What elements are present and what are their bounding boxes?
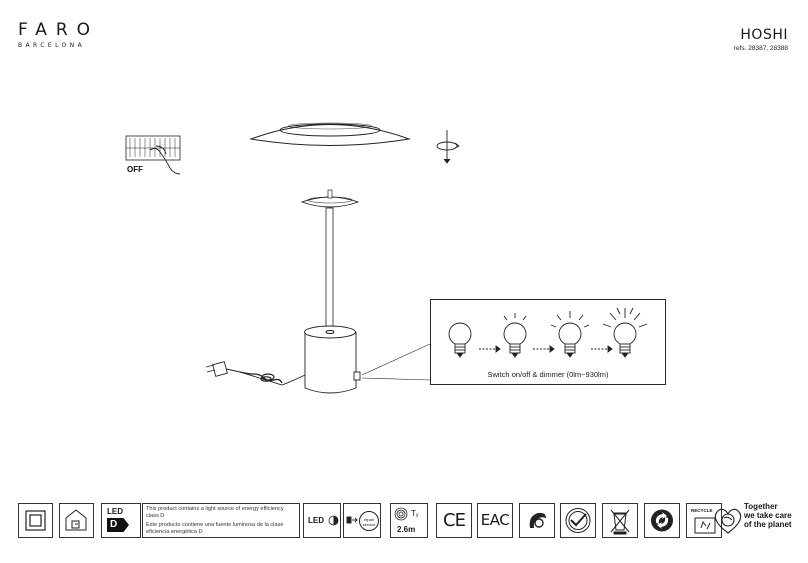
energy-text-en: This product contains a light source of …: [146, 506, 284, 519]
brand-name: FARO: [18, 20, 100, 40]
lamp-head: [300, 189, 360, 208]
weee-bin-icon: [602, 503, 638, 538]
indoor-use-icon: [59, 503, 94, 538]
eac-label: EAC: [480, 511, 510, 529]
bulb-medium-icon: [550, 311, 590, 358]
bulb-sequence: [448, 307, 648, 358]
ce-mark: CE: [436, 503, 472, 538]
callout-leader: [361, 343, 431, 381]
recycle-label: RECYCLE: [691, 508, 713, 513]
arrow-icon: [479, 345, 501, 353]
bulb-dim-icon: [503, 313, 527, 358]
bulb-off-icon: [448, 322, 472, 358]
led-dimmable-icon: LED: [303, 503, 341, 538]
brand-subtitle: BARCELONA: [18, 42, 86, 49]
green-dot-icon: [644, 503, 680, 538]
brand-logo: FARO BARCELONA: [18, 20, 100, 50]
repair-service-icon: repair service: [343, 503, 381, 538]
product-header: HOSHI refs. 28387, 28388: [734, 27, 788, 52]
ce-label: CE: [443, 510, 466, 531]
eac-mark: EAC: [477, 503, 513, 538]
energy-text-es: Este producto contiene una fuente lumino…: [146, 522, 284, 535]
energy-text-box: This product contains a light source of …: [142, 503, 300, 538]
product-name: HOSHI: [740, 27, 788, 43]
quality-stamp-icon: [560, 503, 596, 538]
ta-label: Tᵧ: [411, 509, 419, 518]
power-cable: [205, 361, 306, 386]
rotate-icon: [436, 130, 460, 164]
tagline-line-3: of the planet: [744, 520, 792, 529]
cable-length-icon: Tᵧ 2.6m: [390, 503, 428, 538]
switch-off-illustration: [125, 135, 181, 175]
lamp-shade: [249, 122, 411, 146]
switch-caption: Switch on/off & dimmer (0lm~930lm): [487, 370, 609, 379]
arrow-icon: [591, 345, 613, 353]
energy-class-badge: D: [107, 518, 129, 532]
class-ii-icon: [18, 503, 53, 538]
eco-icon: [519, 503, 555, 538]
off-label: OFF: [127, 165, 143, 174]
footer-tagline: Together we take care of the planet: [744, 502, 792, 529]
lamp-stem: [325, 207, 334, 329]
lamp-base: [304, 325, 361, 394]
planet-heart-icon: [710, 502, 746, 538]
footer-icons: LED D This product contains a light sour…: [18, 503, 808, 539]
repair-service-label: repair service: [359, 511, 379, 531]
bulb-full-icon: [602, 307, 648, 358]
tagline-line-2: we take care: [744, 511, 792, 520]
assembly-drawing: OFF: [125, 122, 648, 394]
led-dimmable-label: LED: [308, 516, 324, 525]
tagline-line-1: Together: [744, 502, 778, 511]
cable-length-value: 2.6m: [397, 525, 416, 534]
energy-label: LED D: [101, 503, 141, 538]
energy-led-label: LED: [107, 507, 123, 516]
arrow-icon: [533, 345, 555, 353]
switch-callout: Switch on/off & dimmer (0lm~930lm): [430, 299, 666, 385]
product-refs: refs. 28387, 28388: [733, 45, 788, 52]
